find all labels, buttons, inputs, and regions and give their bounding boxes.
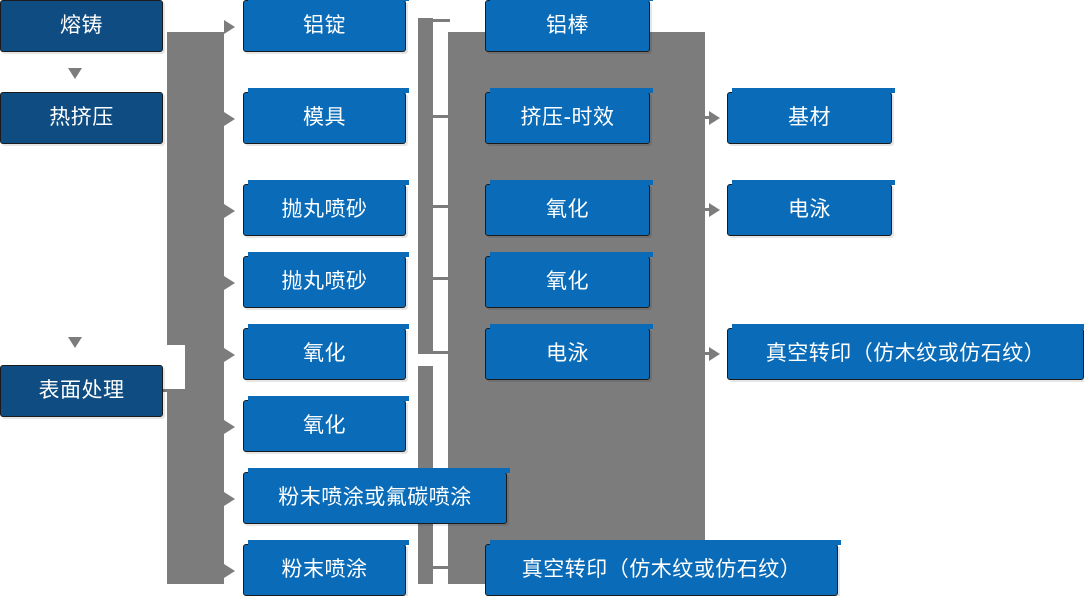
process-box-oxidation-c3-2[interactable]: 氧化 — [485, 252, 653, 308]
process-label: 氧化 — [303, 341, 346, 366]
connector-notch-surface-treatment — [160, 345, 185, 389]
process-box-electrophoresis-c4[interactable]: 电泳 — [727, 180, 895, 236]
arrow-right-to-c2-3 — [224, 204, 235, 218]
stage-label: 热挤压 — [49, 105, 114, 130]
tie-c2-8 — [433, 566, 450, 569]
connector-stub-surface-treatment — [160, 389, 182, 392]
process-box-shot-blasting-1[interactable]: 抛丸喷砂 — [243, 180, 409, 236]
process-label: 氧化 — [303, 413, 346, 438]
process-box-powder-coating[interactable]: 粉末喷涂 — [243, 540, 409, 596]
tie-c2-1 — [433, 19, 450, 22]
arrow-down-melt-to-extrude — [68, 68, 82, 79]
arrow-right-to-c2-1 — [224, 20, 235, 34]
process-label: 真空转印（仿木纹或仿石纹） — [765, 341, 1046, 366]
tie-c2-4 — [433, 277, 450, 280]
process-label: 粉末喷涂或氟碳喷涂 — [278, 485, 472, 510]
process-label: 氧化 — [546, 269, 589, 294]
process-label: 基材 — [788, 105, 831, 130]
tie-c2-5 — [433, 351, 450, 354]
process-box-powder-or-fluorocarbon-coating[interactable]: 粉末喷涂或氟碳喷涂 — [243, 468, 510, 524]
process-box-electrophoresis-c3[interactable]: 电泳 — [485, 324, 653, 380]
process-box-aluminum-ingot[interactable]: 铝锭 — [243, 0, 409, 52]
arrow-right-to-c4-1 — [709, 111, 720, 125]
tie-c2-3 — [433, 205, 450, 208]
stage-box-surface-treatment[interactable]: 表面处理 — [0, 365, 163, 417]
process-box-extrusion-aging[interactable]: 挤压-时效 — [485, 88, 653, 144]
arrow-right-to-c2-8 — [224, 564, 235, 578]
process-label: 铝棒 — [546, 13, 589, 38]
process-label: 真空转印（仿木纹或仿石纹） — [521, 557, 802, 582]
arrow-right-to-c2-7 — [224, 492, 235, 506]
process-label: 粉末喷涂 — [281, 557, 368, 582]
arrow-down-extrude-to-surface — [68, 337, 82, 348]
stage-label: 表面处理 — [38, 378, 125, 403]
stage-box-hot-extrusion[interactable]: 热挤压 — [0, 92, 163, 144]
stage-box-melt-cast[interactable]: 熔铸 — [0, 0, 163, 52]
arrow-right-to-c2-5 — [224, 348, 235, 362]
process-label: 抛丸喷砂 — [281, 269, 368, 294]
process-label: 铝锭 — [303, 13, 346, 38]
process-label: 电泳 — [546, 341, 589, 366]
process-label: 电泳 — [788, 197, 831, 222]
process-box-oxidation-c2-1[interactable]: 氧化 — [243, 324, 409, 380]
process-box-vacuum-transfer-print-c3[interactable]: 真空转印（仿木纹或仿石纹） — [485, 540, 841, 596]
arrow-right-to-c2-4 — [224, 276, 235, 290]
arrow-right-to-c4-3 — [709, 347, 720, 361]
arrow-right-to-c2-2 — [224, 112, 235, 126]
process-box-aluminum-bar[interactable]: 铝棒 — [485, 0, 653, 52]
process-box-oxidation-c3-1[interactable]: 氧化 — [485, 180, 653, 236]
process-box-vacuum-transfer-print-c4[interactable]: 真空转印（仿木纹或仿石纹） — [727, 324, 1084, 380]
process-box-oxidation-c2-2[interactable]: 氧化 — [243, 396, 409, 452]
process-box-mold[interactable]: 模具 — [243, 88, 409, 144]
process-box-base-material[interactable]: 基材 — [727, 88, 895, 144]
process-label: 模具 — [303, 105, 346, 130]
arrow-right-to-c4-2 — [709, 203, 720, 217]
process-box-shot-blasting-2[interactable]: 抛丸喷砂 — [243, 252, 409, 308]
stage-label: 熔铸 — [60, 13, 103, 38]
process-label: 抛丸喷砂 — [281, 197, 368, 222]
process-label: 氧化 — [546, 197, 589, 222]
connector-rail-column-two — [418, 18, 433, 354]
process-label: 挤压-时效 — [520, 105, 615, 130]
tie-c2-2 — [433, 115, 450, 118]
connector-stage-to-column-two — [167, 32, 224, 584]
arrow-right-to-c2-6 — [224, 420, 235, 434]
